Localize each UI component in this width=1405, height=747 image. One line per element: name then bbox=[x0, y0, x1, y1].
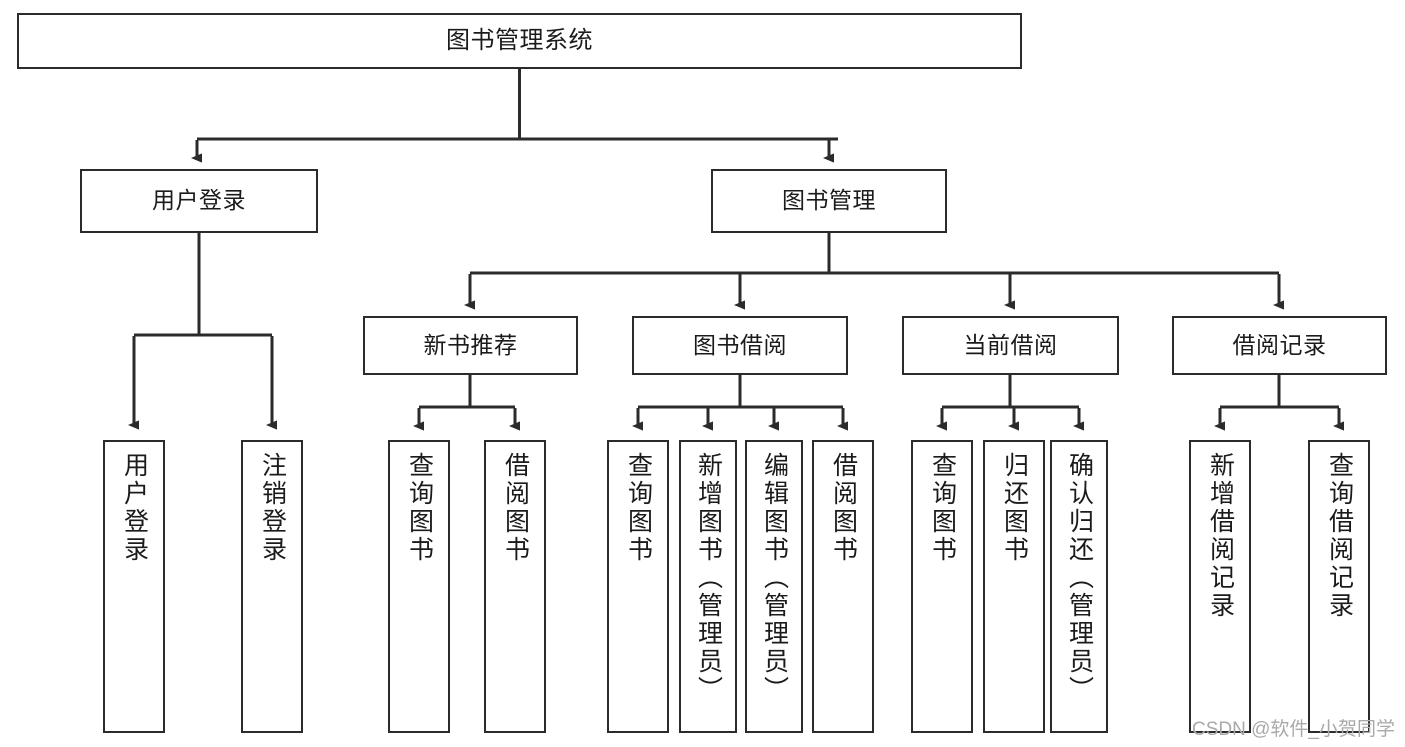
node-level2-user-login-label: 用户登录 bbox=[152, 187, 246, 214]
node-leaf-label: 查询图书 bbox=[928, 452, 957, 564]
node-leaf-label: 编辑图书（管理员） bbox=[760, 452, 789, 704]
node-leaf-label: 注销登录 bbox=[258, 452, 287, 564]
node-leaf-query-books-current[interactable]: 查询图书 bbox=[911, 440, 973, 733]
node-level2-book-management[interactable]: 图书管理 bbox=[711, 169, 947, 233]
node-leaf-query-borrow-record[interactable]: 查询借阅记录 bbox=[1308, 440, 1370, 733]
node-leaf-user-login[interactable]: 用户登录 bbox=[103, 440, 165, 733]
node-leaf-label: 查询借阅记录 bbox=[1325, 452, 1354, 620]
node-leaf-label: 归还图书 bbox=[1000, 452, 1029, 564]
node-level2-user-login[interactable]: 用户登录 bbox=[80, 169, 318, 233]
node-leaf-label: 新增图书（管理员） bbox=[694, 452, 723, 704]
node-root[interactable]: 图书管理系统 bbox=[17, 13, 1022, 69]
node-level3-book-borrow[interactable]: 图书借阅 bbox=[632, 316, 848, 375]
node-leaf-borrow-book[interactable]: 借阅图书 bbox=[812, 440, 874, 733]
node-level3-new-book-recommend[interactable]: 新书推荐 bbox=[363, 316, 578, 375]
node-level3-current-borrow[interactable]: 当前借阅 bbox=[902, 316, 1119, 375]
node-leaf-query-books-rec[interactable]: 查询图书 bbox=[388, 440, 450, 733]
node-root-label: 图书管理系统 bbox=[446, 26, 593, 54]
node-leaf-borrow-books-rec[interactable]: 借阅图书 bbox=[484, 440, 546, 733]
node-leaf-query-books-borrow[interactable]: 查询图书 bbox=[607, 440, 669, 733]
node-level3-borrow-records[interactable]: 借阅记录 bbox=[1172, 316, 1387, 375]
node-leaf-label: 查询图书 bbox=[405, 452, 434, 564]
node-leaf-label: 确认归还（管理员） bbox=[1065, 452, 1094, 704]
node-level3-current-borrow-label: 当前借阅 bbox=[963, 331, 1058, 358]
node-leaf-label: 借阅图书 bbox=[829, 452, 858, 564]
node-level3-new-book-recommend-label: 新书推荐 bbox=[423, 331, 518, 358]
node-level3-borrow-records-label: 借阅记录 bbox=[1232, 331, 1327, 358]
node-leaf-add-book-admin[interactable]: 新增图书（管理员） bbox=[679, 440, 737, 733]
node-level3-book-borrow-label: 图书借阅 bbox=[693, 331, 787, 358]
node-leaf-logout[interactable]: 注销登录 bbox=[241, 440, 303, 733]
node-leaf-edit-book-admin[interactable]: 编辑图书（管理员） bbox=[745, 440, 803, 733]
node-leaf-label: 借阅图书 bbox=[501, 452, 530, 564]
node-leaf-label: 用户登录 bbox=[120, 452, 149, 564]
watermark-text: CSDN @软件_小贺同学 bbox=[1192, 719, 1395, 740]
node-level2-book-management-label: 图书管理 bbox=[782, 187, 876, 214]
node-leaf-label: 新增借阅记录 bbox=[1206, 452, 1235, 620]
node-leaf-label: 查询图书 bbox=[624, 452, 653, 564]
node-leaf-confirm-return-admin[interactable]: 确认归还（管理员） bbox=[1050, 440, 1108, 733]
node-leaf-return-book[interactable]: 归还图书 bbox=[983, 440, 1045, 733]
node-leaf-add-borrow-record[interactable]: 新增借阅记录 bbox=[1189, 440, 1251, 733]
